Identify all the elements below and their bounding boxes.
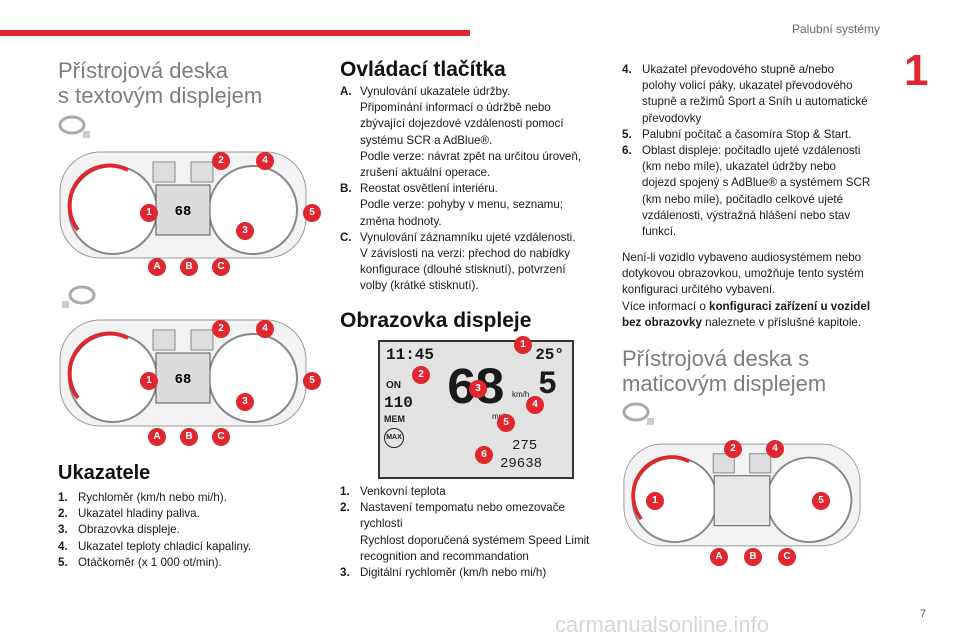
- marker-c: C: [778, 548, 796, 566]
- buttons-list: A. Vynulování ukazatele údržby.Připomíná…: [340, 84, 605, 295]
- marker-3: 3: [236, 222, 254, 240]
- marker-2: 2: [212, 152, 230, 170]
- instrument-cluster-text-2: 68: [59, 319, 307, 427]
- screen-heading: Obrazovka displeje: [340, 309, 532, 332]
- marker-5: 5: [812, 492, 830, 510]
- lcd-on: ON: [386, 380, 401, 391]
- marker-5: 5: [303, 204, 321, 222]
- lcd-odometer-total: 29638: [500, 456, 543, 472]
- list-item: C. Vynulování záznamníku ujeté vzdálenos…: [340, 230, 576, 293]
- marker-a: A: [148, 428, 166, 446]
- steering-wheel-icon: [58, 115, 90, 138]
- list-item: 3.Digitální rychloměr (km/h nebo mi/h): [340, 566, 547, 580]
- list-item: 5.Palubní počítač a časomíra Stop & Star…: [622, 127, 852, 141]
- marker-4: 4: [256, 152, 274, 170]
- marker-a: A: [148, 258, 166, 276]
- marker-c: C: [212, 258, 230, 276]
- svg-text:68: 68: [175, 372, 192, 388]
- lcd-odometer-trip: 275: [512, 438, 538, 454]
- instrument-cluster-matrix: [623, 443, 861, 547]
- list-item: 3.Obrazovka displeje.: [58, 523, 180, 537]
- list-item: B. Reostat osvětlení interiéru.Podle ver…: [340, 182, 563, 228]
- watermark: carmanualsonline.info: [555, 612, 770, 637]
- lcd-temperature: 25°: [535, 346, 564, 364]
- list-item: 4.Ukazatel teploty chladicí kapaliny.: [58, 539, 252, 553]
- marker-3: 3: [236, 393, 254, 411]
- marker-1: 1: [140, 204, 158, 222]
- marker-6: 6: [475, 446, 493, 464]
- marker-b: B: [180, 258, 198, 276]
- section-heading-text-display: Přístrojová deska s textovým displejem: [58, 58, 263, 108]
- marker-1: 1: [646, 492, 664, 510]
- marker-1: 1: [514, 336, 532, 354]
- gauges-heading: Ukazatele: [58, 462, 151, 484]
- screen-list: 1.Venkovní teplota 2. Nastavení tempomat…: [340, 484, 605, 581]
- marker-4: 4: [256, 320, 274, 338]
- marker-a: A: [710, 548, 728, 566]
- chapter-number: 1: [904, 46, 929, 95]
- marker-5: 5: [303, 372, 321, 390]
- marker-b: B: [180, 428, 198, 446]
- marker-b: B: [744, 548, 762, 566]
- marker-2: 2: [724, 440, 742, 458]
- svg-text:68: 68: [175, 204, 192, 220]
- top-accent-bar: [0, 30, 470, 36]
- page-number: 7: [920, 608, 927, 620]
- list-item: 6. Oblast displeje: počitadlo ujeté vzdá…: [622, 144, 871, 239]
- marker-2: 2: [412, 366, 430, 384]
- lcd-max: MAX: [384, 428, 404, 448]
- list-item: 2.Ukazatel hladiny paliva.: [58, 507, 200, 521]
- section-title: Palubní systémy: [792, 22, 881, 36]
- list-item: 1.Venkovní teplota: [340, 485, 446, 498]
- marker-4: 4: [766, 440, 784, 458]
- marker-5: 5: [497, 414, 515, 432]
- marker-c: C: [212, 428, 230, 446]
- buttons-heading: Ovládací tlačítka: [340, 58, 506, 81]
- steering-wheel-icon: [622, 402, 654, 425]
- gauges-list: 1.Rychloměr (km/h nebo mi/h). 2.Ukazatel…: [58, 490, 318, 571]
- lcd-gear: 5: [538, 366, 558, 403]
- marker-4: 4: [526, 396, 544, 414]
- marker-1: 1: [140, 372, 158, 390]
- note-paragraph: Není-li vozidlo vybaveno audiosystémem n…: [622, 251, 871, 329]
- lcd-unit: km/h: [512, 390, 530, 399]
- list-item: 1.Rychloměr (km/h nebo mi/h).: [58, 491, 227, 504]
- section-heading-matrix-display: Přístrojová deska s maticovým displejem: [622, 346, 827, 396]
- marker-2: 2: [212, 320, 230, 338]
- list-item: 5.Otáčkoměr (x 1 000 ot/min).: [58, 555, 222, 569]
- marker-3: 3: [469, 380, 487, 398]
- lcd-time: 11:45: [386, 346, 435, 364]
- lcd-cruise-speed: 110: [384, 394, 413, 412]
- list-item: A. Vynulování ukazatele údržby.Připomíná…: [340, 85, 582, 180]
- steering-wheel-icon: [62, 285, 96, 308]
- lcd-mem: MEM: [384, 414, 405, 424]
